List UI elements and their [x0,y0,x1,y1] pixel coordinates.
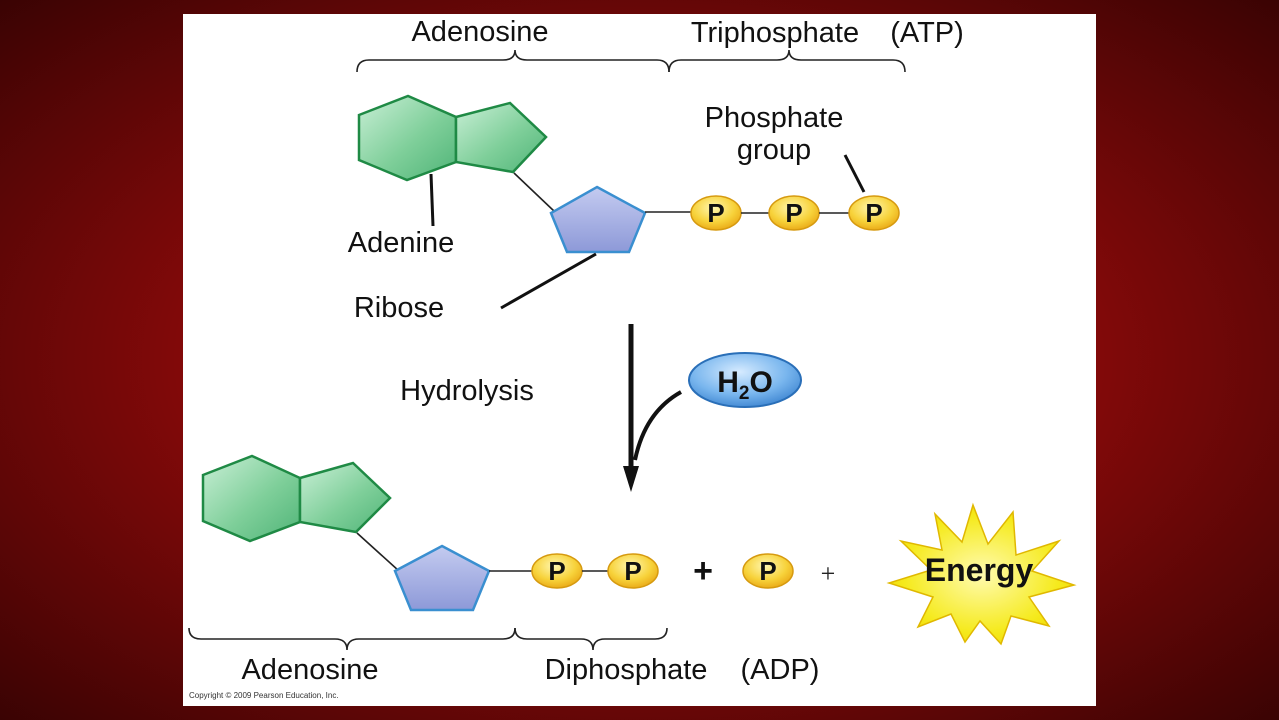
slide: Adenosine Triphosphate (ATP) P P P Phosp… [183,14,1096,706]
phosphate-group-label-line1: Phosphate [705,102,844,134]
adenine-molecule-bottom [201,454,392,543]
atp-label: (ATP) [890,17,964,49]
svg-text:H2O: H2O [717,366,773,404]
diphosphate-label: Diphosphate [545,654,708,686]
ribose-molecule-top [549,185,647,254]
phosphate-group-pointer [843,154,866,193]
svg-text:P: P [785,198,802,228]
energy-label: Energy [925,552,1034,588]
diphosphate-brace [514,627,668,651]
adenosine-brace-bottom [188,627,516,651]
phosphate-2-bottom: P [607,553,659,589]
phosphate-group-label-line2: group [737,134,811,166]
water-molecule: H2O [688,352,802,408]
svg-text:P: P [759,556,776,586]
plus-sign-bold: + [693,552,713,590]
hydrolysis-arrowhead [623,466,639,492]
phosphate-2-top: P [768,195,820,231]
ribose-molecule-bottom [393,544,491,612]
adenine-ribose-bond-top [513,172,556,213]
triphosphate-brace [668,49,906,73]
svg-text:P: P [865,198,882,228]
adenine-molecule-top [357,94,548,182]
ribose-pointer [500,252,597,310]
phosphate-3-top: P [848,195,900,231]
atp-hydrolysis-diagram: Adenosine Triphosphate (ATP) P P P Phosp… [188,16,1077,700]
adenosine-label-top: Adenosine [411,16,548,48]
adp-label: (ADP) [741,654,820,686]
water-input-curve [633,390,682,461]
triphosphate-label: Triphosphate [691,17,859,49]
phosphate-1-bottom: P [531,553,583,589]
plus-sign-thin: + [821,559,836,588]
adenine-ribose-bond-bottom [356,532,400,572]
svg-text:P: P [548,556,565,586]
adenosine-brace-top [356,49,670,73]
copyright-notice: Copyright © 2009 Pearson Education, Inc. [189,691,339,700]
phosphate-1-top: P [690,195,742,231]
energy-burst: Energy [886,502,1077,646]
adenine-label: Adenine [348,227,454,259]
ribose-label: Ribose [354,292,444,324]
free-phosphate: P [742,553,794,589]
adenine-pointer [429,173,435,227]
svg-text:P: P [624,556,641,586]
adenosine-label-bottom: Adenosine [241,654,378,686]
hydrolysis-label: Hydrolysis [400,375,534,407]
svg-text:P: P [707,198,724,228]
